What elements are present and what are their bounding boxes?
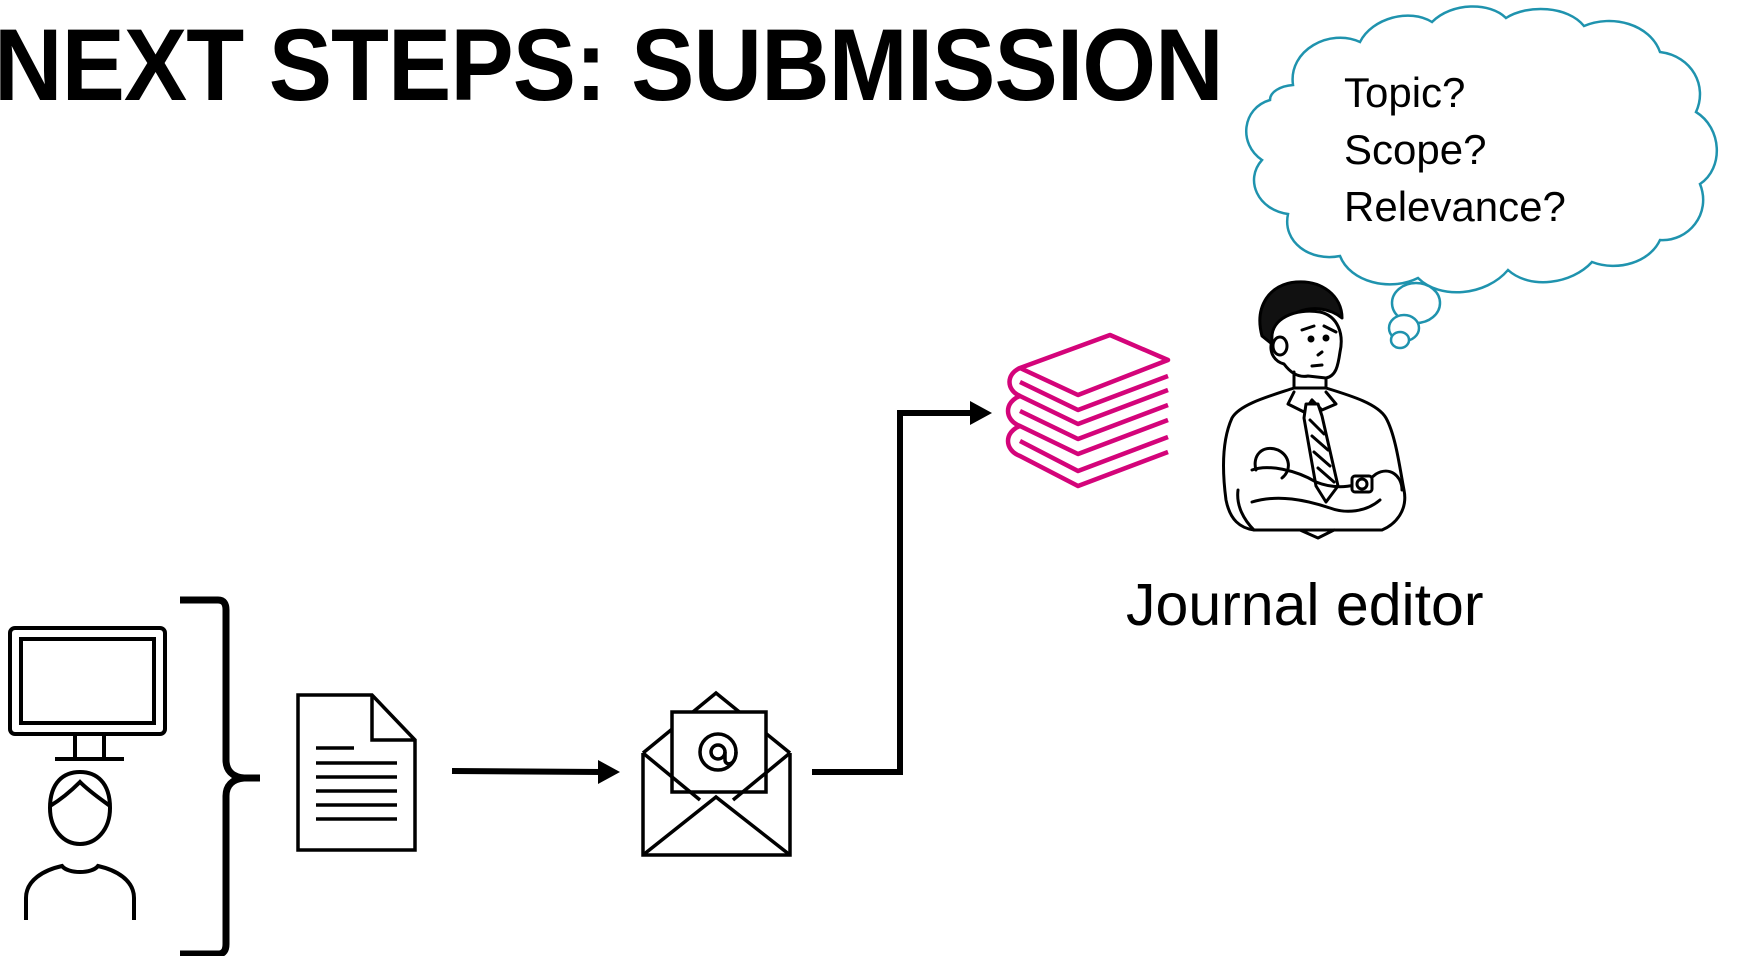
thought-bubble-text: Topic? Scope? Relevance? <box>1344 64 1566 235</box>
thought-line-topic: Topic? <box>1344 69 1466 116</box>
user-icon <box>24 769 136 920</box>
editor-face <box>1269 309 1343 380</box>
arrow-email-to-journal <box>812 401 992 775</box>
thought-line-relevance: Relevance? <box>1344 183 1566 230</box>
thought-bubble <box>1245 5 1718 350</box>
grouping-brace <box>180 596 260 956</box>
thought-line-scope: Scope? <box>1344 126 1487 173</box>
thinking-man-illustration <box>1222 280 1407 540</box>
arrow-document-to-email <box>451 760 620 784</box>
thought-cloud-shape <box>1245 5 1718 294</box>
journal-editor-label: Journal editor <box>1126 572 1484 638</box>
thought-dot-small <box>1389 330 1411 350</box>
computer-monitor-icon <box>8 626 167 761</box>
slide-title: NEXT STEPS: SUBMISSION <box>0 8 1224 122</box>
books-stack-icon <box>1005 332 1171 489</box>
email-envelope-icon <box>641 690 792 857</box>
document-icon <box>296 693 417 852</box>
